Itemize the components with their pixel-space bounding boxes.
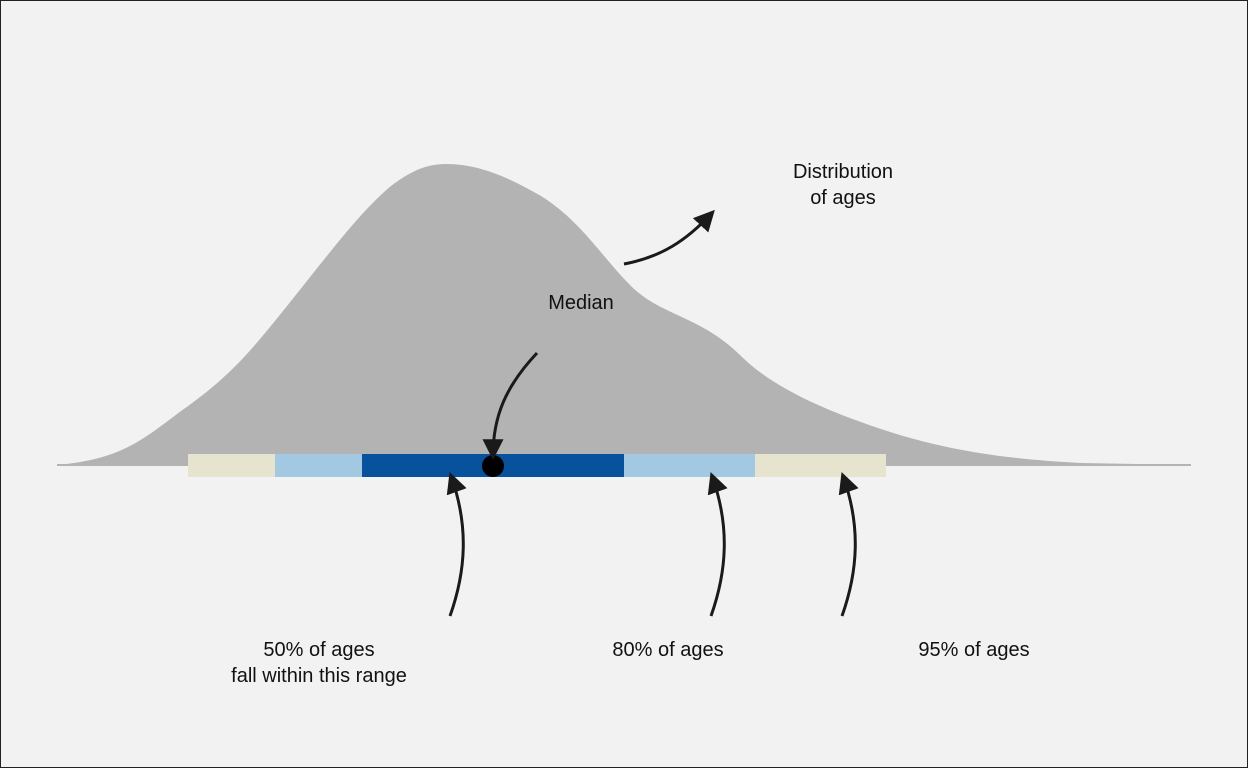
band-95-right (755, 454, 886, 477)
distribution-label-line2: of ages (810, 187, 876, 209)
median-dot (482, 455, 504, 477)
arrow-distribution (623, 209, 715, 266)
range-80-label: 80% of ages (612, 639, 724, 661)
distribution-label-line1: Distribution (792, 161, 894, 183)
range-95-label: 95% of ages (918, 639, 1030, 661)
band-80-right (624, 454, 756, 477)
median-label: Median (548, 292, 614, 314)
age-distribution-curve (57, 164, 1191, 465)
arrow-50 (446, 472, 467, 617)
distribution-label: Distribution of ages (773, 159, 913, 211)
arrow-80 (707, 472, 728, 617)
range-50-label: 50% of ages fall within this range (199, 637, 439, 689)
arrow-95 (838, 472, 859, 617)
arrow-median (482, 351, 539, 461)
band-80-left (275, 454, 363, 477)
range-50-label-line2: fall within this range (231, 665, 407, 687)
range-50-label-line1: 50% of ages (263, 639, 375, 661)
band-95-left (188, 454, 276, 477)
